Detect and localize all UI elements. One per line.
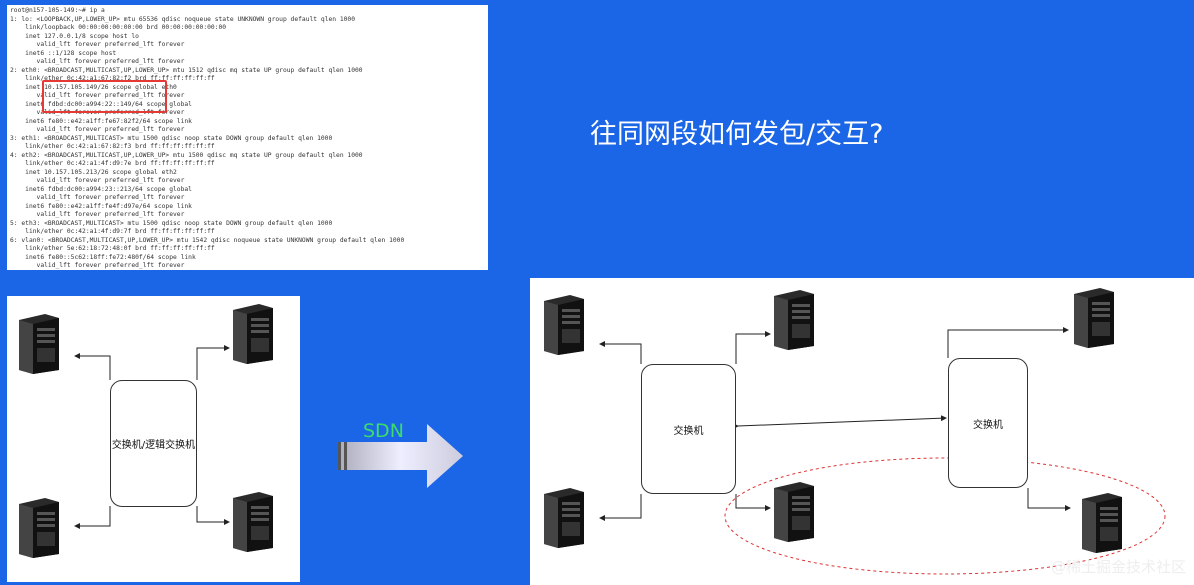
terminal-line: link/loopback 00:00:00:00:00:00 brd 00:0… xyxy=(10,24,227,31)
terminal-line: link/ether 0c:42:a1:4f:d9:7f brd ff:ff:f… xyxy=(10,228,215,235)
terminal-line: valid_lft forever preferred_lft forever xyxy=(10,126,185,133)
server-icon xyxy=(1078,493,1126,553)
server-icon xyxy=(770,290,818,350)
terminal-line: valid_lft forever preferred_lft forever xyxy=(10,92,185,99)
terminal-line: root@n157-105-149:~# ip a xyxy=(10,7,105,14)
terminal-line: 1: lo: <LOOPBACK,UP,LOWER_UP> mtu 65536 … xyxy=(10,15,355,23)
terminal-line: inet6 fe80::e42:a1ff:fe67:82f2/64 scope … xyxy=(10,117,192,125)
server-icon xyxy=(540,295,588,355)
switch-label: 交换机 xyxy=(973,419,1003,431)
terminal-line: valid_lft forever preferred_lft forever xyxy=(10,194,185,201)
server-icon xyxy=(15,498,63,558)
switch-label: 交换机 xyxy=(673,425,704,437)
terminal-line: inet6 fe80::e42:a1ff:fe4f:d97e/64 scope … xyxy=(10,202,192,210)
server-icon xyxy=(540,488,588,548)
left-links xyxy=(74,345,230,529)
terminal-line: 4: eth2: <BROADCAST,MULTICAST,UP,LOWER_U… xyxy=(10,151,363,159)
terminal-line: inet 10.157.105.149/26 scope global eth0 xyxy=(10,83,177,91)
switch-1: 交换机 xyxy=(641,364,736,494)
terminal-line: valid_lft forever preferred_lft forever xyxy=(10,211,185,218)
slide-title: 往同网段如何发包/交互? xyxy=(590,119,884,150)
server-icon xyxy=(229,492,277,552)
terminal-line: valid_lft forever preferred_lft forever xyxy=(10,177,185,184)
server-icon xyxy=(770,482,818,542)
terminal-line: 3: eth1: <BROADCAST,MULTICAST> mtu 1500 … xyxy=(10,134,333,142)
logical-switch: 交换机/逻辑交换机 xyxy=(110,380,197,507)
terminal-line: inet 127.0.0.1/8 scope host lo xyxy=(10,32,139,40)
terminal-line: 6: vlan0: <BROADCAST,MULTICAST,UP,LOWER_… xyxy=(10,236,405,244)
sdn-label: SDN xyxy=(363,420,404,442)
terminal-line: inet6 fdbd:dc00:a994:22::149/64 scope gl… xyxy=(10,100,192,108)
switch-2: 交换机 xyxy=(948,358,1028,488)
terminal-line: link/ether 5e:62:18:72:48:0f brd ff:ff:f… xyxy=(10,245,215,252)
terminal-line: inet 10.157.105.213/26 scope global eth2 xyxy=(10,168,177,176)
terminal-line: valid_lft forever preferred_lft forever xyxy=(10,262,185,269)
right-diagram: 交换机 交换机 xyxy=(530,278,1194,585)
server-icon xyxy=(1070,288,1118,348)
left-diagram: 交换机/逻辑交换机 xyxy=(7,296,300,582)
terminal-line: valid_lft forever preferred_lft forever xyxy=(10,41,185,48)
terminal-line: inet6 fe80::5c62:18ff:fe72:480f/64 scope… xyxy=(10,253,196,261)
highlight-box xyxy=(42,80,167,113)
right-links xyxy=(599,327,1166,575)
terminal-line: 2: eth0: <BROADCAST,MULTICAST,UP,LOWER_U… xyxy=(10,66,363,74)
terminal-line: link/ether 0c:42:a1:67:82:f2 brd ff:ff:f… xyxy=(10,75,215,82)
watermark: @稀土掘金技术社区 xyxy=(1050,558,1186,576)
terminal-line: link/ether 0c:42:a1:67:82:f3 brd ff:ff:f… xyxy=(10,143,215,150)
switch-label: 交换机/逻辑交换机 xyxy=(111,440,196,451)
terminal-line: valid_lft forever preferred_lft forever xyxy=(10,58,185,65)
terminal-line: inet6 ::1/128 scope host xyxy=(10,49,117,57)
server-icon xyxy=(229,304,277,364)
terminal-line: inet6 fdbd:dc00:a994:23::213/64 scope gl… xyxy=(10,185,192,193)
terminal-line: link/ether 0c:42:a1:4f:d9:7e brd ff:ff:f… xyxy=(10,160,215,167)
sdn-arrow-icon xyxy=(338,424,463,488)
terminal-line: 5: eth3: <BROADCAST,MULTICAST> mtu 1500 … xyxy=(10,219,333,227)
server-icon xyxy=(15,314,63,374)
